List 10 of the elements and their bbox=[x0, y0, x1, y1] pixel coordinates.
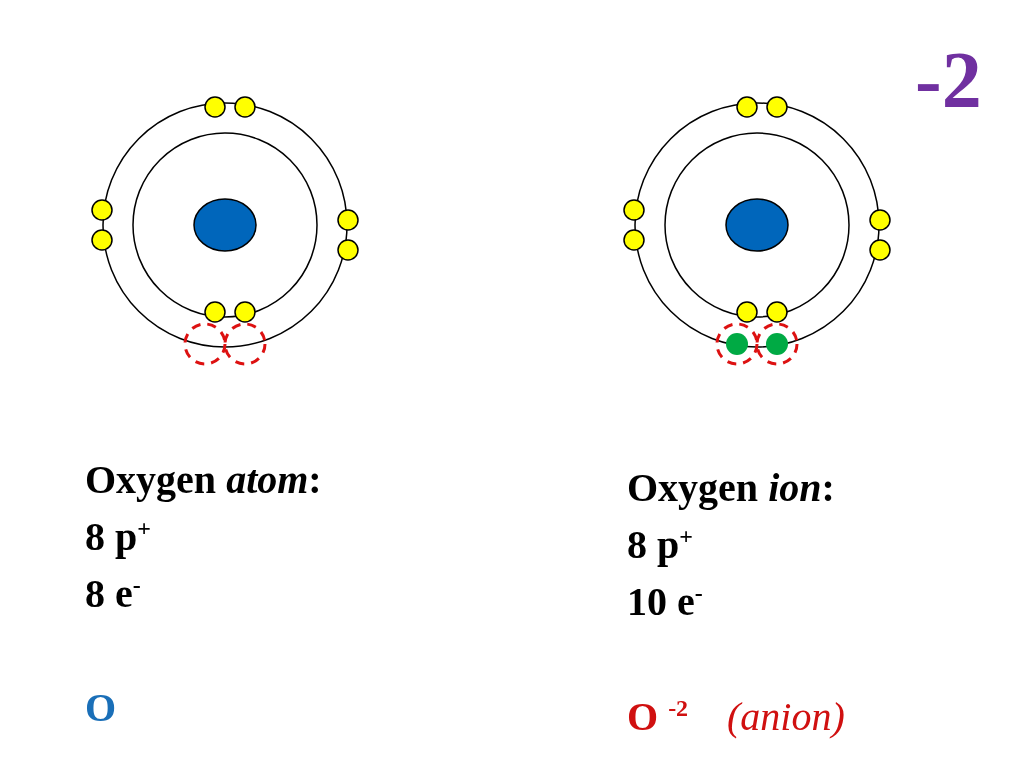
electron-count: 8 e$^{-}$ bbox=[85, 574, 141, 614]
proton-count: 8 p$^{+}$ bbox=[85, 517, 151, 557]
ion-heading: Oxygen ion: bbox=[627, 468, 835, 508]
element-symbol: O bbox=[85, 688, 117, 728]
ion-type: (anion) bbox=[727, 697, 845, 737]
ion-symbol: O $^{-2}$ bbox=[627, 697, 689, 737]
proton-count: 8 p$^{+}$ bbox=[627, 525, 693, 565]
electron-count: 10 e$^{-}$ bbox=[627, 582, 703, 622]
charge-label: -2 bbox=[915, 40, 982, 120]
atom-heading: Oxygen atom: bbox=[85, 460, 322, 500]
